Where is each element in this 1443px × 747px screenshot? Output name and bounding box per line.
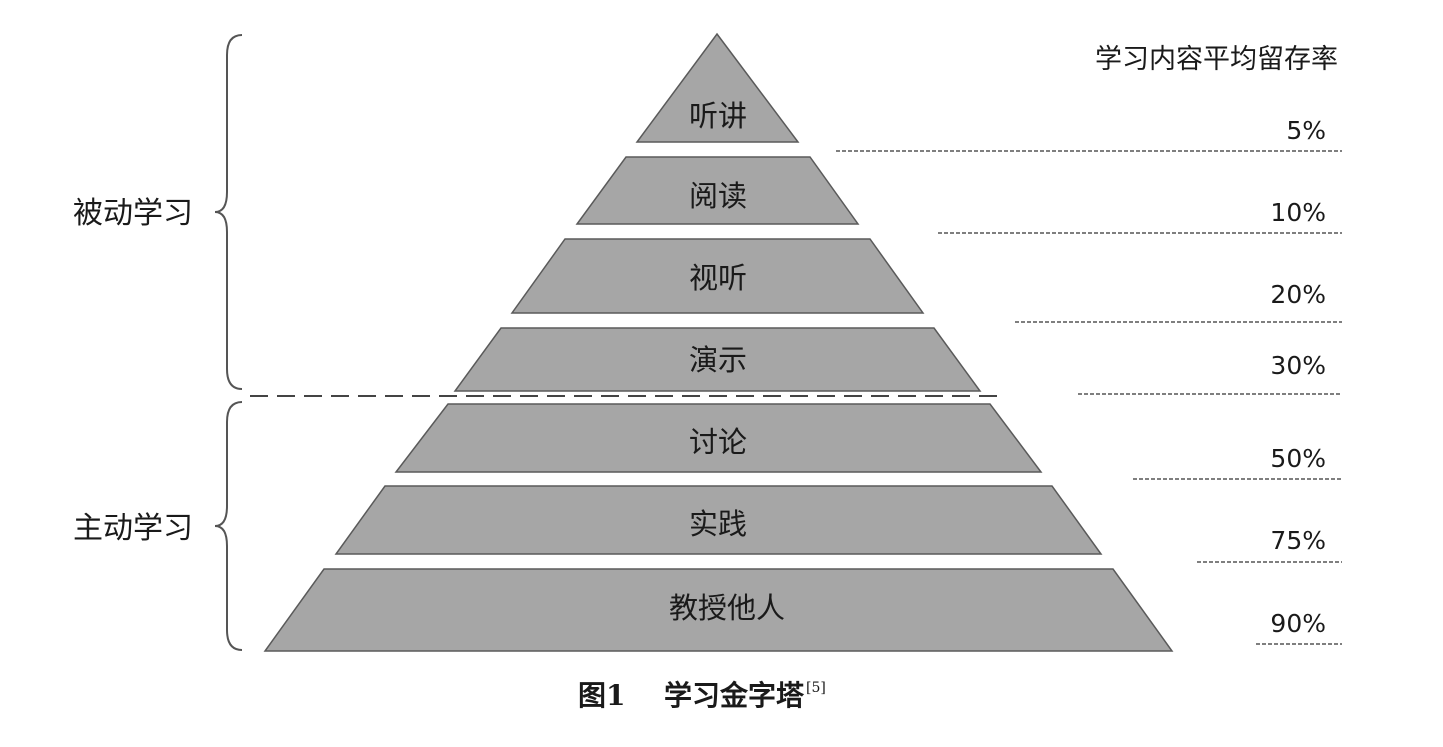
group-label-active: 主动学习	[73, 511, 193, 546]
tier-4: 讨论	[394, 403, 1043, 473]
rate-value: 90%	[1270, 609, 1326, 638]
rate-value: 10%	[1270, 198, 1326, 227]
tier-label: 演示	[689, 343, 747, 377]
caption-figure-number: 图1	[578, 679, 625, 712]
tier-2: 视听	[510, 238, 925, 314]
rate-value: 30%	[1270, 351, 1326, 380]
figure-caption: 图1 学习金字塔 [5]	[578, 679, 826, 712]
rate-row-1: 10%	[938, 198, 1342, 234]
rate-value: 75%	[1270, 526, 1326, 555]
tier-shape	[510, 238, 925, 314]
group-label-passive: 被动学习	[73, 196, 193, 231]
tier-label: 实践	[689, 507, 747, 541]
tier-5: 实践	[334, 485, 1103, 555]
active-brace	[214, 401, 243, 651]
tier-0: 听讲	[635, 32, 800, 143]
tier-shape	[334, 485, 1103, 555]
tier-label: 阅读	[689, 179, 747, 213]
tier-3: 演示	[453, 327, 982, 392]
caption-reference: [5]	[806, 680, 826, 696]
caption-title: 学习金字塔	[664, 679, 805, 712]
tier-label: 教授他人	[669, 591, 785, 625]
tier-label: 视听	[689, 261, 747, 295]
rate-value: 50%	[1270, 444, 1326, 473]
rate-row-4: 50%	[1133, 444, 1342, 480]
rate-row-5: 75%	[1197, 526, 1342, 563]
rate-row-2: 20%	[1015, 280, 1342, 323]
tier-6: 教授他人	[263, 568, 1174, 652]
tier-1: 阅读	[575, 156, 860, 225]
tier-shape	[635, 32, 800, 143]
rate-row-0: 5%	[836, 116, 1342, 152]
tier-shape	[575, 156, 860, 225]
tier-shape	[263, 568, 1174, 652]
tier-shape	[394, 403, 1043, 473]
tier-label: 讨论	[689, 425, 747, 459]
rate-value: 20%	[1270, 280, 1326, 309]
retention-title: 学习内容平均留存率	[1095, 44, 1338, 75]
rate-value: 5%	[1286, 116, 1326, 145]
passive-brace	[214, 34, 243, 390]
tier-shape	[453, 327, 982, 392]
rate-row-3: 30%	[1078, 351, 1342, 395]
tier-label: 听讲	[689, 99, 747, 133]
rate-row-6: 90%	[1256, 609, 1342, 645]
